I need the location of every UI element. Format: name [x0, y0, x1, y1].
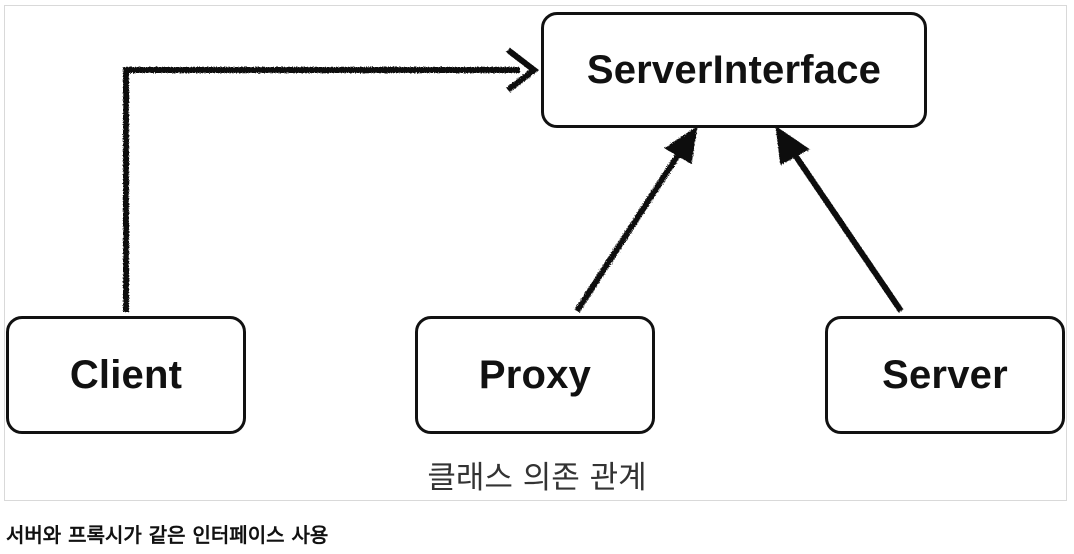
diagram-caption: 클래스 의존 관계: [427, 460, 647, 496]
figure-caption: 서버와 프록시가 같은 인터페이스 사용: [6, 523, 329, 547]
node-server: Server: [825, 316, 1065, 434]
node-proxy-label: Proxy: [478, 352, 592, 397]
node-client: Client: [6, 316, 246, 434]
node-server-label: Server: [882, 352, 1008, 397]
node-server-interface-label: ServerInterface: [586, 47, 882, 92]
arrow-server-to-interface: [775, 125, 904, 313]
node-proxy: Proxy: [415, 316, 655, 434]
node-client-label: Client: [69, 352, 183, 397]
arrow-proxy-to-interface: [574, 125, 698, 313]
node-server-interface: ServerInterface: [541, 12, 927, 128]
arrow-client-to-interface: [123, 47, 539, 312]
